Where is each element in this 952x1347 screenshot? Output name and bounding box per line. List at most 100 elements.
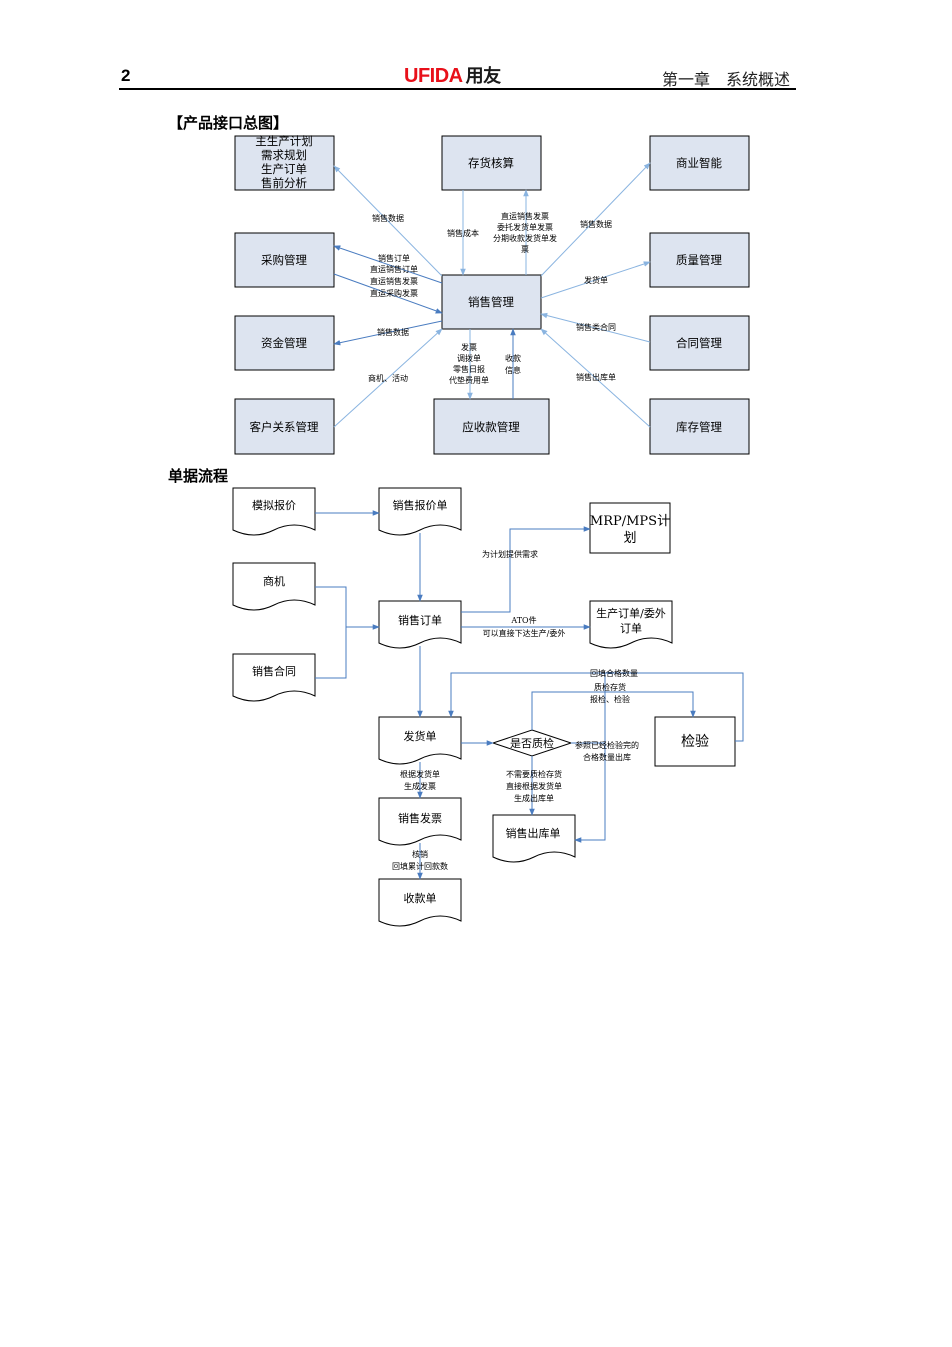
doc-receipt — [378, 878, 462, 927]
label-to-quality: 发货单 — [584, 275, 608, 285]
node-purchase — [234, 232, 335, 288]
doc-order-label: 销售订单 — [398, 613, 442, 627]
section-title-interfaces: 【产品接口总图】 — [168, 114, 289, 132]
node-quality — [649, 232, 750, 288]
brand-cn: 用友 — [465, 66, 502, 87]
doc-production-label-1: 生产订单/委外 — [596, 606, 666, 620]
mps-line-2: 需求规划 — [261, 148, 307, 162]
stock-label: 库存管理 — [676, 420, 722, 434]
label-from-recv-1: 收款 — [505, 353, 521, 363]
label-to-recv-4: 代垫费用单 — [449, 375, 489, 385]
label-purchase-4: 直运采购发票 — [370, 288, 418, 298]
purchase-label: 采购管理 — [261, 253, 307, 267]
label-ato-1: ATO件 — [510, 615, 536, 625]
doc-quote — [378, 487, 462, 536]
label-to-bi: 销售数据 — [580, 219, 612, 229]
label-purchase-2: 直运销售订单 — [370, 264, 418, 274]
arrow-to-funds — [333, 320, 443, 346]
label-qc-stock-2: 报检、检验 — [590, 694, 630, 704]
sales-label: 销售管理 — [468, 295, 514, 309]
arrow-from-crm — [333, 328, 443, 428]
doc-contract — [232, 653, 316, 702]
label-purchase-1: 销售订单 — [378, 253, 410, 263]
node-crm — [234, 398, 335, 455]
arrow-to-quality — [540, 261, 651, 299]
arrow-from-contract — [540, 312, 651, 343]
doc-sim-quote-label: 模拟报价 — [252, 498, 296, 512]
arrow-from-stock — [540, 328, 651, 428]
arrow-to-mps — [333, 165, 443, 277]
node-sales — [441, 274, 542, 330]
label-from-inventory-4: 票 — [521, 245, 529, 254]
inventory-accounting-label: 存货核算 — [468, 156, 514, 170]
label-no-qc-1: 不需要质检存货 — [506, 769, 562, 779]
label-from-contract: 销售类合同 — [576, 322, 616, 332]
doc-sim-quote — [232, 487, 316, 536]
arrow-to-purchase — [333, 245, 443, 284]
node-contract — [649, 315, 750, 371]
node-receivables — [433, 398, 550, 455]
doc-opportunity-label: 商机 — [263, 574, 285, 588]
node-stock — [649, 398, 750, 455]
chapter-title: 第一章 系统概述 — [662, 70, 791, 89]
node-funds — [234, 315, 335, 371]
label-from-inventory-3: 分期收款发货单发 — [493, 233, 557, 243]
label-to-mps: 销售数据 — [372, 213, 404, 223]
bi-label: 商业智能 — [676, 156, 722, 170]
section-title-flow: 单据流程 — [168, 467, 229, 485]
flow-backfill — [448, 672, 744, 742]
flow-opportunity-merge — [315, 586, 347, 627]
doc-outbound-label: 销售出库单 — [506, 826, 561, 840]
mps-line-3: 生产订单 — [261, 162, 307, 176]
box-mrp-label-1: MRP/MPS计 — [590, 514, 670, 529]
doc-production-label-2: 订单 — [620, 622, 642, 635]
flow-decision-to-inspection — [531, 691, 696, 730]
contract-label: 合同管理 — [676, 336, 722, 350]
box-mrp — [589, 502, 671, 554]
label-from-crm: 商机、活动 — [368, 373, 408, 383]
receivables-label: 应收款管理 — [462, 420, 520, 434]
doc-invoice — [378, 797, 462, 846]
doc-delivery-label: 发货单 — [404, 729, 437, 743]
doc-order — [378, 600, 462, 649]
mps-line-4: 售前分析 — [261, 176, 307, 190]
decision-qc-label: 是否质检 — [510, 736, 554, 750]
label-from-stock: 销售出库单 — [576, 372, 616, 382]
doc-receipt-label: 收款单 — [404, 891, 437, 905]
arrow-from-purchase — [333, 273, 443, 314]
label-from-recv-2: 信息 — [505, 365, 521, 375]
box-mrp-label-2: 划 — [623, 531, 636, 546]
label-ref-qualified-1: 参照已经检验完的 — [575, 740, 639, 750]
flow-contract-merge — [315, 627, 347, 679]
crm-label: 客户关系管理 — [250, 420, 319, 434]
label-no-qc-2: 直接根据发货单 — [506, 781, 562, 791]
brand-latin: UFIDA — [404, 65, 463, 87]
node-bi — [649, 135, 750, 191]
doc-opportunity — [232, 562, 316, 611]
quality-label: 质量管理 — [676, 253, 722, 267]
label-qc-stock-1: 质检存货 — [594, 682, 626, 692]
doc-production — [589, 600, 673, 649]
label-gen-invoice-2: 生成发票 — [404, 781, 436, 791]
label-to-recv-2: 调拨单 — [457, 353, 481, 363]
label-writeoff-1: 核销 — [412, 849, 428, 859]
doc-contract-label: 销售合同 — [252, 664, 296, 678]
node-mps — [234, 135, 335, 191]
doc-delivery — [378, 716, 462, 765]
label-plan-demand: 为计划提供需求 — [482, 549, 538, 559]
label-ref-qualified-2: 合格数量出库 — [583, 752, 631, 762]
label-backfill: 回填合格数量 — [590, 668, 638, 678]
header-rule — [119, 88, 796, 90]
funds-label: 资金管理 — [261, 336, 307, 350]
node-inventory-accounting — [441, 135, 542, 191]
doc-invoice-label: 销售发票 — [398, 811, 442, 825]
flow-order-to-mrp — [461, 526, 591, 613]
label-from-inventory-2: 委托发货单发票 — [497, 222, 553, 232]
label-gen-invoice-1: 根据发货单 — [400, 769, 440, 779]
flow-ref-outbound — [574, 743, 606, 843]
label-to-funds: 销售数据 — [377, 327, 409, 337]
doc-quote-label: 销售报价单 — [393, 498, 448, 512]
page-number: 2 — [121, 66, 131, 85]
label-no-qc-3: 生成出库单 — [514, 793, 554, 803]
